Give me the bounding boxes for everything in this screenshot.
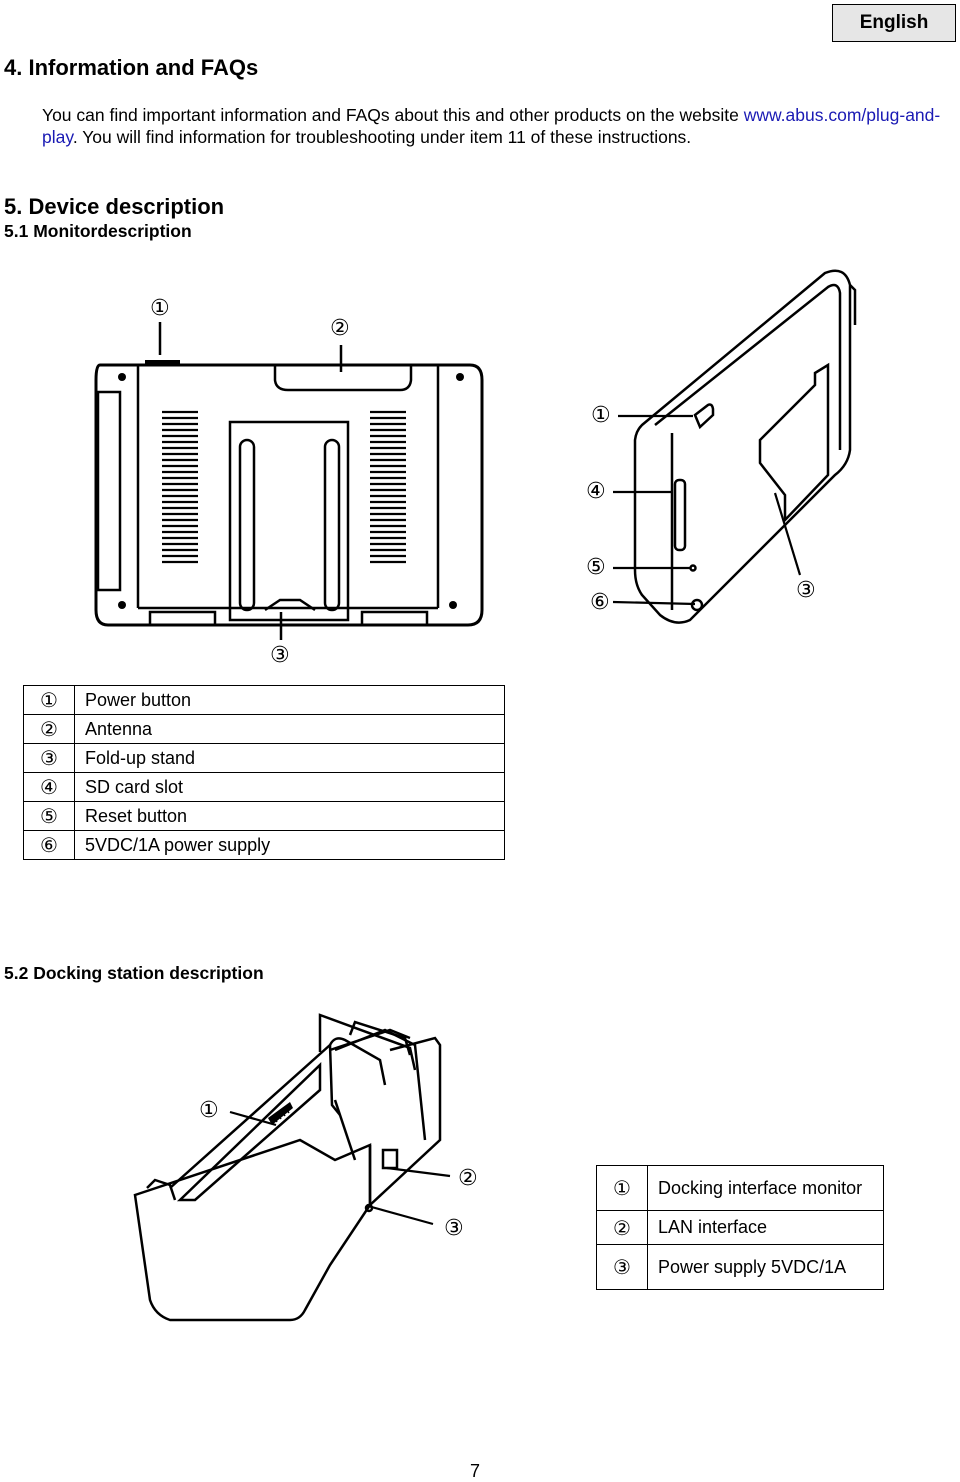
legend-number: ③ [596, 1244, 648, 1290]
paragraph-text-1: You can find important information and F… [42, 105, 744, 125]
legend-label: Reset button [74, 801, 505, 831]
monitor-side-illustration [633, 269, 857, 624]
section-5-2-title: 5.2 Docking station description [4, 963, 264, 983]
monitor-side-callout-1: ① [591, 403, 611, 428]
legend-label: 5VDC/1A power supply [74, 830, 505, 860]
legend-number: ④ [23, 772, 75, 802]
legend-label: SD card slot [74, 772, 505, 802]
docking-callout-3: ③ [444, 1216, 464, 1241]
legend-number: ⑥ [23, 830, 75, 860]
monitor-back-illustration [94, 360, 484, 627]
section-4-paragraph: You can find important information and F… [42, 104, 942, 148]
legend-number: ② [23, 714, 75, 744]
monitor-side-leader-lines [612, 414, 802, 606]
section-5-title: 5. Device description [4, 194, 225, 219]
monitor-side-callout-5: ⑤ [586, 555, 606, 580]
legend-label: Docking interface monitor [647, 1165, 884, 1211]
legend-label: Power supply 5VDC/1A [647, 1244, 884, 1290]
legend-number: ⑤ [23, 801, 75, 831]
legend-number: ① [23, 685, 75, 715]
legend-number: ② [596, 1210, 648, 1245]
docking-leader-lines [229, 1110, 451, 1226]
docking-callout-1: ① [199, 1098, 219, 1123]
monitor-side-callout-4: ④ [586, 479, 606, 504]
monitor-back-callout-3: ③ [270, 643, 290, 668]
legend-label: Antenna [74, 714, 505, 744]
legend-number: ① [596, 1165, 648, 1211]
legend-number: ③ [23, 743, 75, 773]
legend-label: Power button [74, 685, 505, 715]
monitor-back-leader-lines [158, 322, 343, 640]
monitor-side-callout-6: ⑥ [590, 590, 610, 615]
monitor-back-callout-1: ① [150, 296, 170, 321]
legend-label: LAN interface [647, 1210, 884, 1245]
website-link[interactable]: www.abus.com/plug-and-play [42, 105, 941, 147]
paragraph-text-2: . You will find information for troubles… [72, 127, 692, 147]
section-5-1-title: 5.1 Monitordescription [4, 221, 192, 241]
monitor-back-callout-2: ② [330, 316, 350, 341]
page-number: 7 [470, 1461, 481, 1481]
legend-label: Fold-up stand [74, 743, 505, 773]
docking-callout-2: ② [458, 1166, 478, 1191]
docking-station-illustration [133, 1013, 442, 1322]
section-4-title: 4. Information and FAQs [4, 55, 259, 80]
monitor-side-callout-3: ③ [796, 578, 816, 603]
language-tab: English [832, 4, 956, 42]
